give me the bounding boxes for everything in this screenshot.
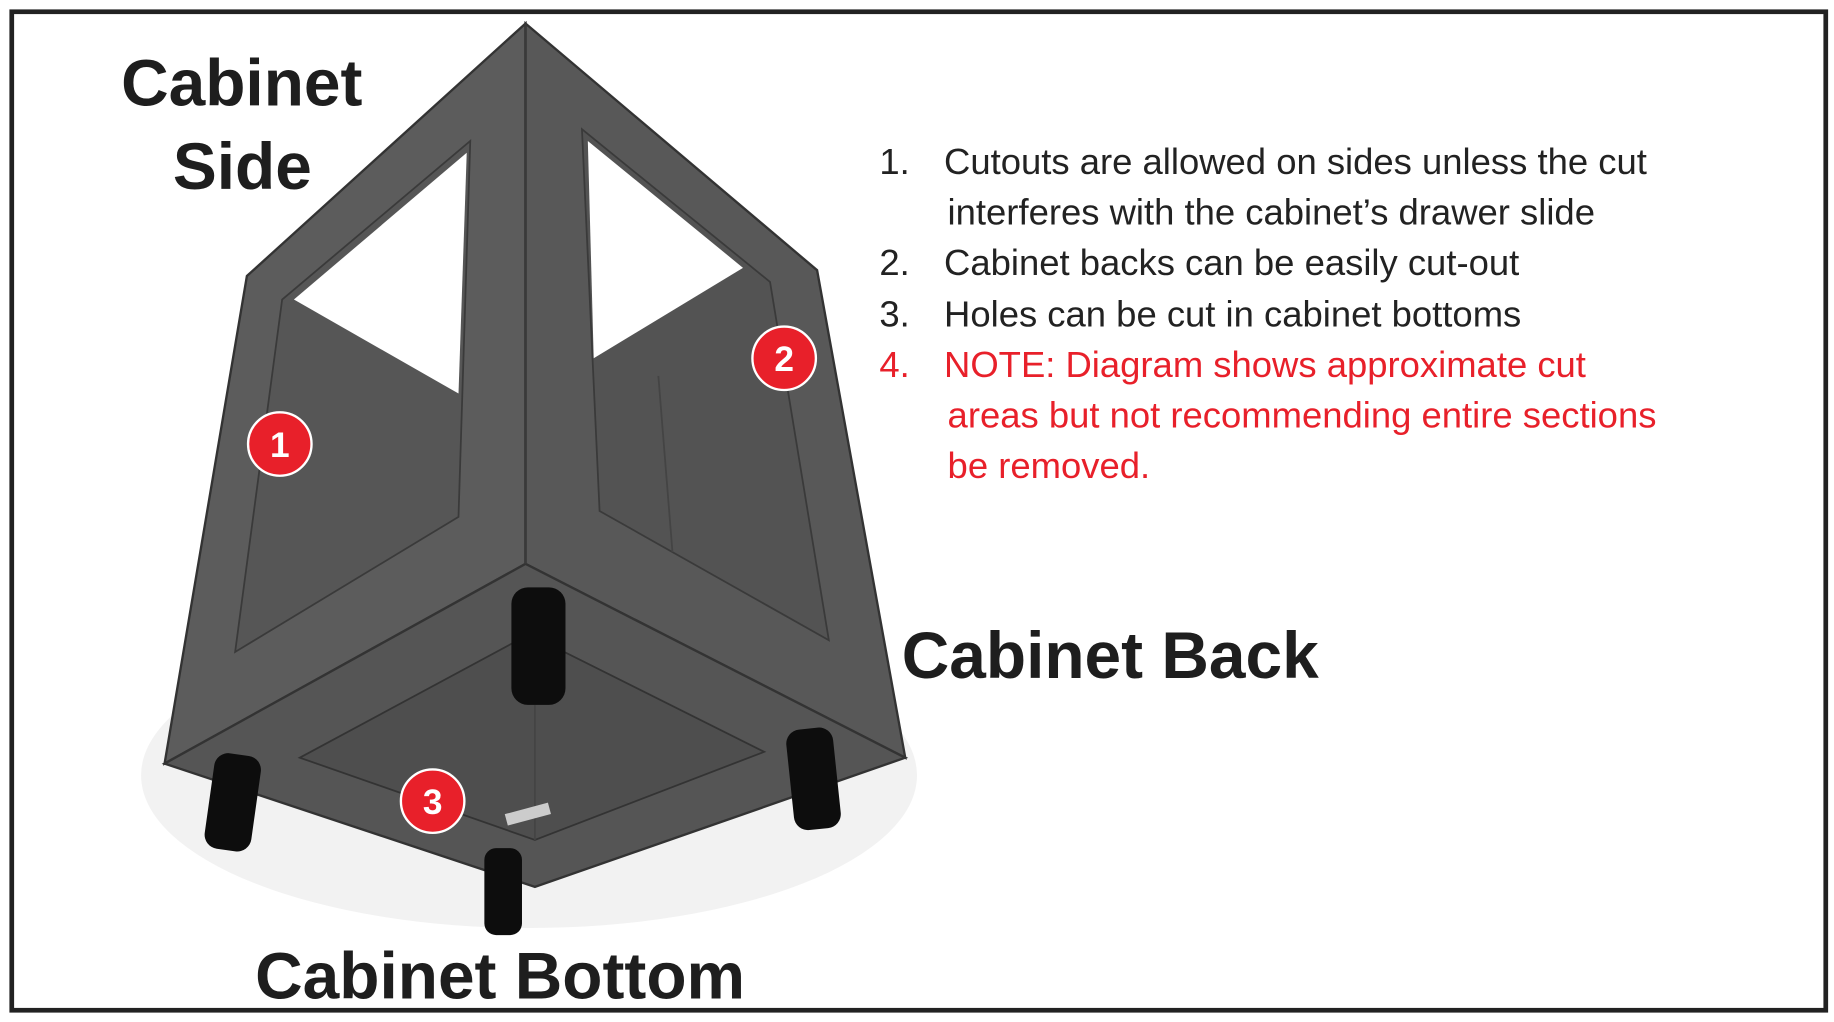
label-cabinet-side-line2: Side — [173, 129, 312, 203]
note-line: Holes can be cut in cabinet bottoms — [944, 294, 1521, 335]
note-number: 1. — [879, 141, 909, 182]
note-line: Cabinet backs can be easily cut-out — [944, 242, 1519, 283]
leveling-legs — [204, 587, 841, 936]
note-line: be removed. — [948, 445, 1151, 486]
label-cabinet-side-line1: Cabinet — [121, 46, 362, 120]
note-number: 4. — [879, 344, 909, 385]
label-cabinet-bottom: Cabinet Bottom — [255, 939, 745, 1013]
notes-list: 1. Cutouts are allowed on sides unless t… — [879, 141, 1656, 486]
badge-1: 1 — [246, 411, 313, 477]
badge-3: 3 — [399, 768, 466, 835]
note-line: interferes with the cabinet’s drawer sli… — [948, 191, 1595, 232]
note-line: Cutouts are allowed on sides unless the … — [944, 141, 1647, 182]
note-number: 2. — [879, 242, 909, 283]
svg-text:1: 1 — [270, 426, 290, 465]
badge-2: 2 — [751, 325, 818, 392]
note-number: 3. — [879, 294, 909, 335]
label-cabinet-back: Cabinet Back — [902, 618, 1319, 692]
side-cutout — [293, 152, 467, 394]
note-line: NOTE: Diagram shows approximate cut — [944, 344, 1586, 385]
back-cutout — [587, 140, 744, 359]
note-line: areas but not recommending entire sectio… — [948, 395, 1657, 436]
frame-border — [9, 9, 1829, 1013]
svg-text:3: 3 — [423, 783, 443, 822]
svg-text:2: 2 — [774, 340, 794, 379]
